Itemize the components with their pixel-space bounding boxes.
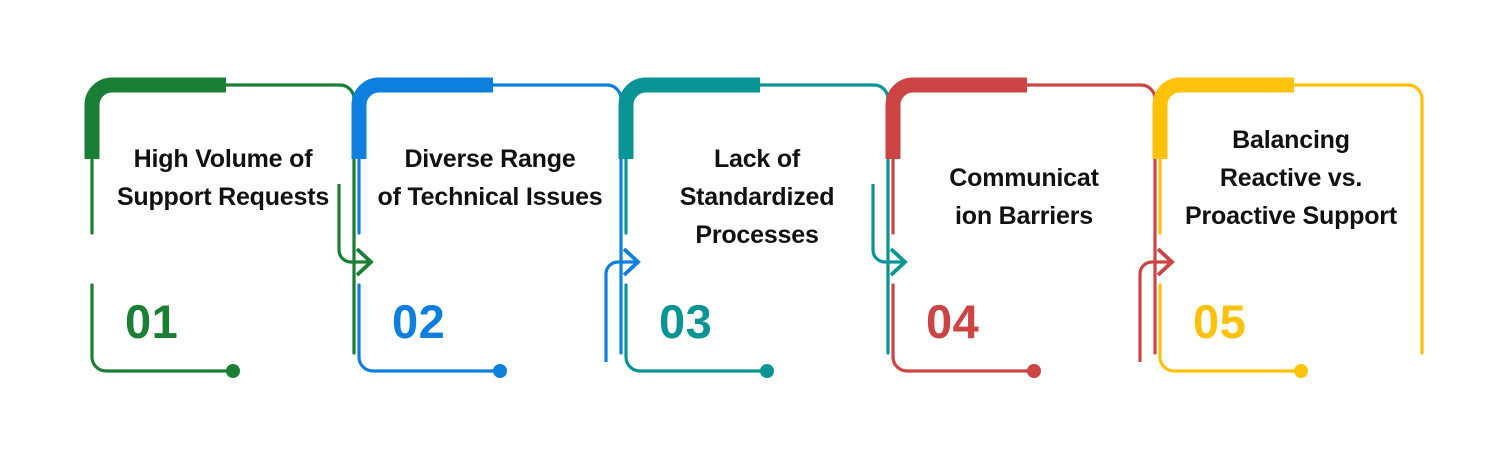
frame-left-thick bbox=[84, 77, 113, 159]
frame-end-dot bbox=[1027, 364, 1041, 378]
frame-left-thin-lower bbox=[1158, 283, 1303, 373]
step-number-04: 04 bbox=[926, 295, 980, 348]
step-frame-03 bbox=[618, 77, 890, 378]
arrow-right-icon bbox=[355, 247, 374, 277]
frame-end-dot bbox=[760, 364, 774, 378]
connector-arrow-01-to-02 bbox=[337, 184, 374, 277]
frame-left-thick bbox=[1152, 77, 1181, 159]
connector-arrow-02-to-03 bbox=[604, 247, 641, 362]
connector-stem bbox=[337, 184, 371, 264]
step-title-05: Balancing Reactive vs. Proactive Support bbox=[1185, 126, 1397, 230]
step-title-04: Communicat ion Barriers bbox=[949, 164, 1099, 230]
step-title-02: Diverse Range of Technical Issues bbox=[377, 145, 603, 211]
arrow-right-icon bbox=[1156, 247, 1175, 277]
frame-top-right-thin bbox=[224, 83, 356, 355]
frame-left-thick bbox=[885, 77, 914, 159]
arrow-right-icon bbox=[889, 247, 908, 277]
frame-left-thick bbox=[351, 77, 380, 159]
step-title-03: Lack of Standardized Processes bbox=[679, 145, 835, 249]
connector-stem bbox=[871, 184, 905, 264]
step-number-03: 03 bbox=[659, 295, 713, 348]
step-frames-layer bbox=[84, 77, 1424, 378]
frame-left-thin-lower bbox=[891, 283, 1036, 373]
frame-top-right-thin bbox=[1292, 83, 1424, 355]
connector-arrow-04-to-05 bbox=[1138, 247, 1175, 362]
step-number-05: 05 bbox=[1193, 295, 1247, 348]
frame-left-thin-lower bbox=[90, 283, 235, 373]
frame-left-thin-lower bbox=[624, 283, 769, 373]
step-frame-02 bbox=[351, 77, 623, 378]
frame-end-dot bbox=[226, 364, 240, 378]
arrow-right-icon bbox=[622, 247, 641, 277]
step-frame-04 bbox=[885, 77, 1157, 378]
step-number-02: 02 bbox=[392, 295, 446, 348]
step-title-01: High Volume of Support Requests bbox=[116, 145, 330, 211]
connector-stem bbox=[604, 260, 638, 362]
frame-end-dot bbox=[493, 364, 507, 378]
connector-arrow-03-to-04 bbox=[871, 184, 908, 277]
frame-top-right-thin bbox=[491, 83, 623, 355]
connector-stem bbox=[1138, 260, 1172, 362]
step-connectors-layer bbox=[337, 184, 1175, 362]
frame-end-dot bbox=[1294, 364, 1308, 378]
step-number-01: 01 bbox=[125, 295, 179, 348]
frame-left-thick bbox=[618, 77, 647, 159]
step-frame-05 bbox=[1152, 77, 1424, 378]
frame-left-thin-lower bbox=[357, 283, 502, 373]
